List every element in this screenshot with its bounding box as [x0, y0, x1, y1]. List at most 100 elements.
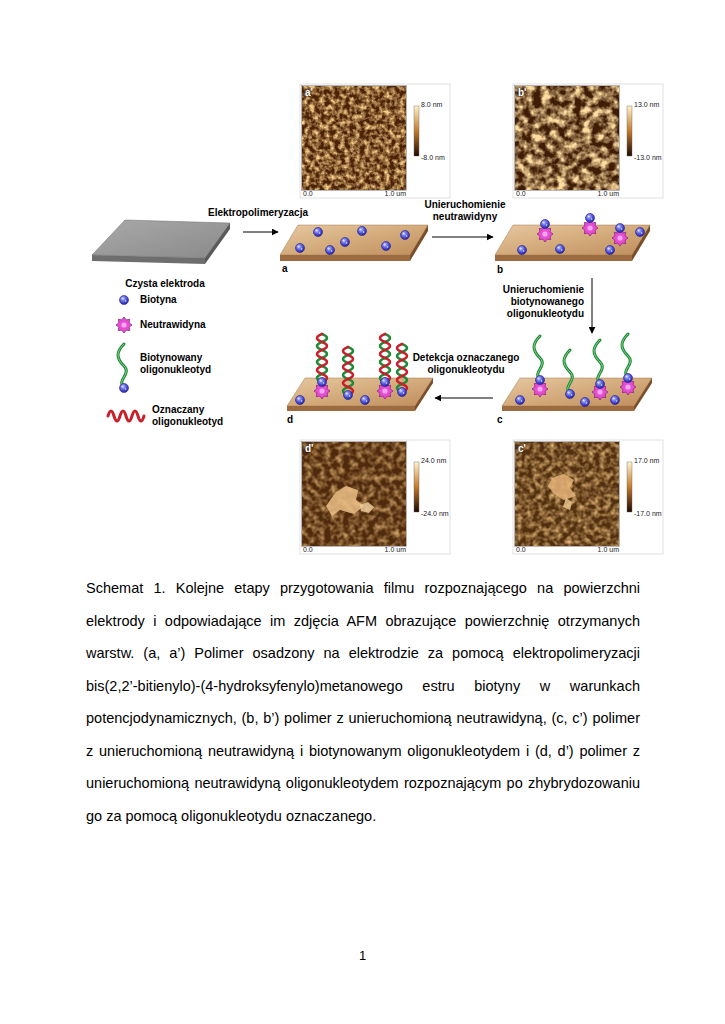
polymer-surface-part — [317, 334, 327, 387]
polymer-surface-part — [594, 340, 605, 389]
legend-samples-part — [118, 344, 129, 393]
step-label: Elektropolimeryzacja — [208, 207, 308, 219]
legend-label: Biotyna — [140, 294, 177, 306]
surface-panel: a — [278, 215, 432, 277]
scale-max: 13.0 nm — [634, 101, 659, 109]
afm-texture-part — [515, 86, 620, 191]
image-letter: b' — [518, 87, 527, 99]
electrode-caption: Czysta elektroda — [87, 278, 243, 290]
afm-texture-part — [414, 462, 419, 512]
scale-min: -17.0 nm — [634, 510, 662, 518]
legend-label: Biotynowany oligonukleotyd — [140, 352, 230, 376]
afm-texture-part — [515, 86, 619, 190]
surface-panel: d — [283, 333, 435, 428]
polymer-surface-part — [280, 225, 428, 255]
legend-samples-part — [116, 317, 132, 333]
polymer-surface-part — [516, 396, 525, 405]
polymer-surface-part — [518, 246, 527, 255]
afm-texture — [513, 440, 663, 554]
polymer-surface-part — [397, 344, 407, 397]
step-label: Detekcja oznaczanego oligonukleotydu — [410, 352, 522, 376]
polymer-surface-part — [343, 347, 353, 400]
afm-texture — [513, 84, 663, 198]
polymer-surface-part — [341, 238, 350, 247]
afm-image: b' 13.0 nm -13.0 nm 0.0 1.0 um — [513, 84, 663, 198]
legend-samples — [108, 296, 144, 422]
axis-start: 0.0 — [303, 190, 313, 198]
scale-max: 24.0 nm — [421, 457, 446, 465]
page-number: 1 — [359, 948, 366, 964]
polymer-surface-part — [382, 242, 391, 251]
afm-texture-part — [414, 106, 419, 156]
panel-letter: a — [282, 263, 288, 275]
polymer-surface-part — [622, 334, 633, 383]
polymer-surface-part — [636, 228, 645, 237]
image-letter: c' — [518, 443, 526, 455]
afm-image: c'17.0 nm-17.0 nm0.01.0 um — [513, 440, 663, 554]
polymer-surface-part — [296, 244, 305, 253]
electrode-slab-part — [205, 223, 230, 264]
axis-end: 1.0 um — [598, 190, 619, 198]
polymer-surface-part — [581, 398, 590, 407]
panel-letter: c — [497, 414, 503, 426]
afm-texture — [300, 440, 450, 554]
polymer-surface-part — [287, 378, 433, 406]
scale-min: -24.0 nm — [421, 510, 449, 518]
polymer-surface-part — [541, 220, 550, 229]
panel-letter: d — [287, 414, 293, 426]
polymer-surface-part — [361, 396, 370, 405]
electrode: Czysta elektroda — [87, 214, 243, 292]
afm-texture-part — [360, 502, 374, 513]
polymer-surface-part — [502, 406, 634, 411]
polymer-surface-part — [314, 228, 323, 237]
axis-end: 1.0 um — [385, 546, 406, 554]
afm-texture-part — [548, 474, 576, 500]
image-letter: d' — [305, 443, 314, 455]
polymer-surface-part — [380, 334, 390, 387]
afm-texture-part — [302, 86, 406, 190]
surface-panel: b — [493, 208, 652, 278]
step-arrow — [432, 237, 493, 238]
polymer-surface-part — [326, 246, 335, 255]
polymer-surface-part — [634, 378, 652, 411]
afm-texture-part — [515, 442, 619, 546]
step-arrow — [243, 232, 278, 233]
axis-start: 0.0 — [516, 190, 526, 198]
polymer-surface-part — [534, 336, 545, 385]
polymer-surface-part — [495, 225, 650, 255]
afm-image: a'8.0 nm-8.0 nm0.01.0 um — [300, 84, 450, 198]
afm-image: d'24.0 nm-24.0 nm0.01.0 um — [300, 440, 450, 554]
polymer-surface-part — [401, 231, 410, 240]
polymer-surface-part — [606, 246, 615, 255]
polymer-surface-part — [296, 396, 305, 405]
electrode-slab — [92, 220, 230, 264]
afm-texture — [300, 84, 450, 198]
scale-min: -8.0 nm — [421, 154, 445, 162]
afm-texture-part — [300, 84, 450, 198]
afm-texture-part — [302, 442, 406, 546]
polymer-surface-part — [586, 214, 595, 223]
afm-texture-part — [627, 106, 632, 156]
polymer-surface-part — [280, 255, 410, 261]
legend-samples-part — [108, 411, 144, 421]
scale-max: 8.0 nm — [421, 101, 442, 109]
afm-texture-part — [513, 84, 663, 198]
afm-texture-part — [302, 442, 407, 547]
polymer-surface-part — [415, 378, 433, 411]
afm-texture-part — [302, 442, 406, 546]
polymer-surface — [280, 225, 428, 261]
polymer-surface-part — [611, 396, 620, 405]
polymer-surface-part — [410, 225, 428, 261]
afm-texture-part — [515, 442, 620, 547]
axis-start: 0.0 — [516, 546, 526, 554]
step-label: Unieruchomienie neutrawidyny — [419, 199, 511, 223]
surface-panel: c — [493, 333, 652, 428]
polymer-surface — [502, 334, 652, 411]
polymer-surface — [287, 334, 433, 411]
scale-min: -13.0 nm — [634, 154, 662, 162]
legend-samples-part — [120, 296, 129, 305]
figure-caption: Schemat 1. Kolejne etapy przygotowania f… — [86, 572, 640, 832]
polymer-surface-part — [632, 225, 650, 261]
